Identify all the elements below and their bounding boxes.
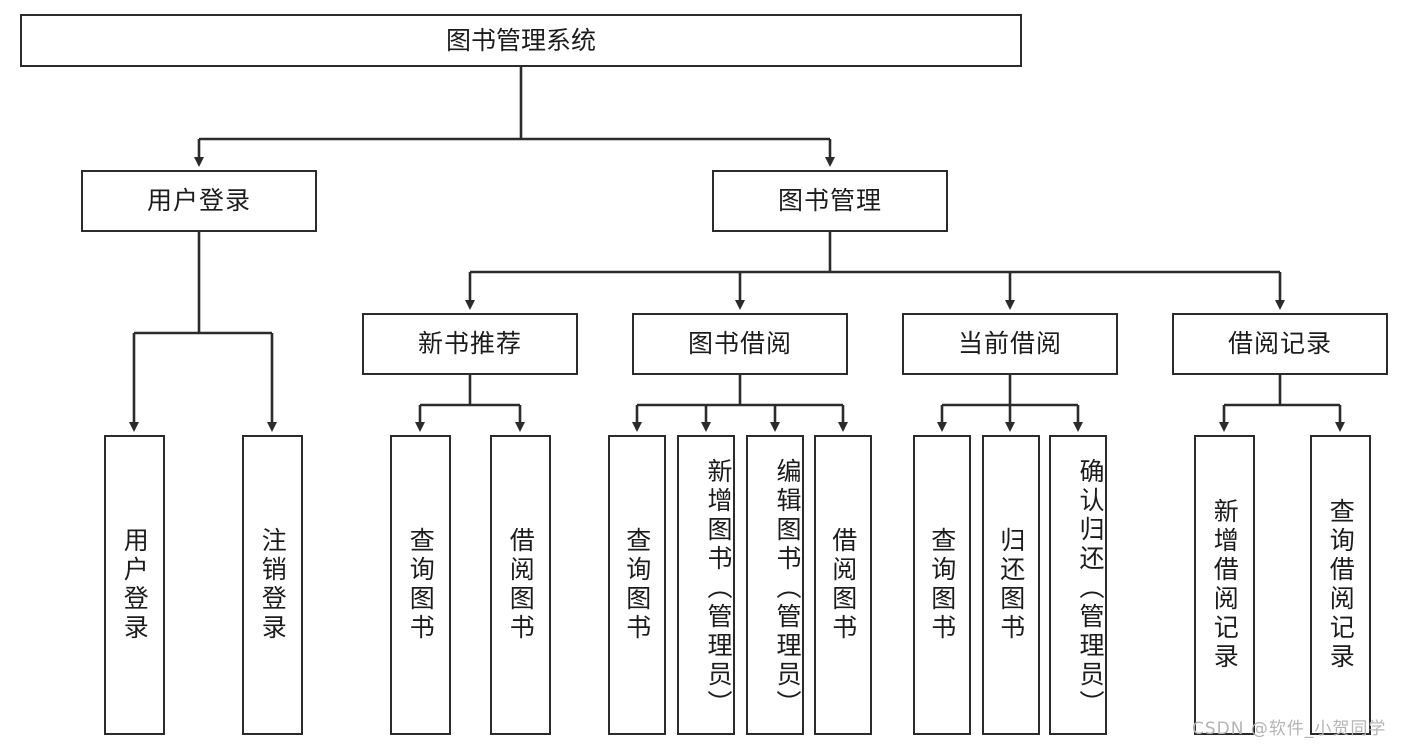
node-user-login[interactable]: 用户登录 bbox=[81, 170, 317, 232]
node-book-management[interactable]: 图书管理 bbox=[712, 170, 948, 232]
leaf-user-login[interactable]: 用户登录 bbox=[104, 435, 165, 735]
node-new-book-recommend[interactable]: 新书推荐 bbox=[362, 313, 578, 375]
node-book-borrow[interactable]: 图书借阅 bbox=[632, 313, 848, 375]
leaf-bb-query-book[interactable]: 查询图书 bbox=[608, 435, 666, 735]
leaf-bb-add-book-admin[interactable]: 新增图书（管理员） bbox=[677, 435, 735, 735]
node-borrow-record[interactable]: 借阅记录 bbox=[1172, 313, 1388, 375]
leaf-cb-confirm-return-admin[interactable]: 确认归还（管理员） bbox=[1049, 435, 1107, 735]
leaf-nb-borrow-book[interactable]: 借阅图书 bbox=[490, 435, 551, 735]
leaf-nb-query-book[interactable]: 查询图书 bbox=[390, 435, 451, 735]
leaf-bb-borrow-book[interactable]: 借阅图书 bbox=[814, 435, 872, 735]
node-root-system[interactable]: 图书管理系统 bbox=[20, 14, 1022, 67]
leaf-bb-edit-book-admin[interactable]: 编辑图书（管理员） bbox=[746, 435, 804, 735]
leaf-cb-query-book[interactable]: 查询图书 bbox=[913, 435, 971, 735]
leaf-br-add-record[interactable]: 新增借阅记录 bbox=[1194, 435, 1255, 735]
leaf-br-query-record[interactable]: 查询借阅记录 bbox=[1310, 435, 1371, 735]
node-current-borrow[interactable]: 当前借阅 bbox=[902, 313, 1118, 375]
leaf-cb-return-book[interactable]: 归还图书 bbox=[982, 435, 1040, 735]
csdn-watermark: CSDN @软件_小贺同学 bbox=[1192, 719, 1387, 739]
leaf-logout[interactable]: 注销登录 bbox=[242, 435, 303, 735]
